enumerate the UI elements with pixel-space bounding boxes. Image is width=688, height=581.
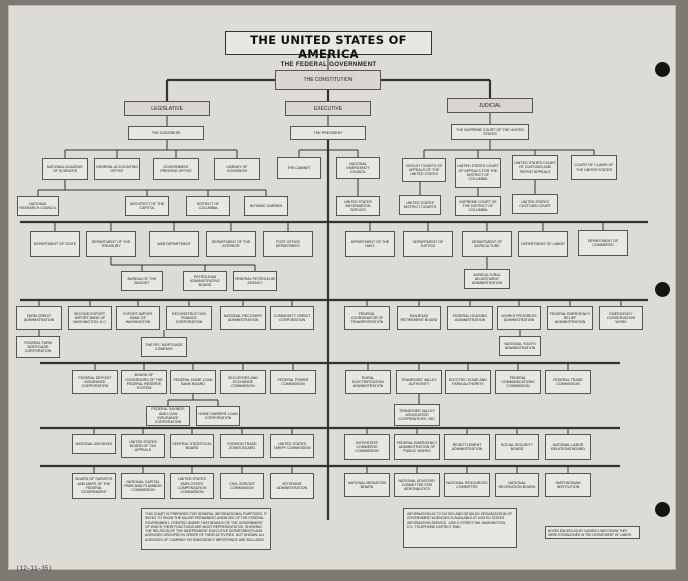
org-box-federal-oil: FEDERAL PETROLEUM AGENCY: [233, 271, 277, 291]
org-box-ncpc: NATIONAL CAPITAL PARK AND PLANNING COMMI…: [121, 473, 165, 499]
org-box-civil-service: CIVIL SERVICE COMMISSION: [220, 473, 264, 499]
org-box-loc: LIBRARY OF CONGRESS: [214, 158, 260, 180]
org-box-archives: NATIONAL ARCHIVES: [72, 434, 116, 454]
note-center: INFORMATION AS TO DUTIES AND DETAILED OR…: [403, 508, 517, 548]
org-box-petroleum: PETROLEUM ADMINISTRATIVE BOARD: [183, 271, 227, 291]
org-box-nrcomm: NATIONAL RESOURCES COMMITTEE: [444, 473, 490, 497]
org-box-ssb: SOCIAL SECURITY BOARD: [495, 434, 539, 460]
org-box-rea: RURAL ELECTRIFICATION ADMINISTRATION: [345, 370, 391, 394]
org-box-state: DEPARTMENT OF STATE: [30, 231, 80, 257]
org-box-fha: FEDERAL HOUSING ADMINISTRATION: [447, 306, 493, 330]
org-box-fhlbb: FEDERAL HOME LOAN BANK BOARD: [170, 370, 216, 394]
org-box-cabinet: THE CABINET: [277, 157, 321, 179]
org-box-holc: HOME OWNERS' LOAN CORPORATION: [196, 406, 240, 426]
binder-hole-icon: [655, 62, 670, 77]
org-box-tva-assoc: TENNESSEE VALLEY ASSOCIATED COOPERATIVES…: [394, 404, 440, 426]
org-box-surveys: BOARD OF SURVEYS AND MAPS OF THE FEDERAL…: [72, 473, 116, 499]
org-box-smithsonian: SMITHSONIAN INSTITUTION: [545, 473, 591, 497]
org-box-exim2: SECOND EXPORT-IMPORT BANK OF WASHINGTON,…: [68, 306, 112, 330]
org-box-usis: UNITED STATES INFORMATION SERVICE: [336, 196, 380, 216]
org-box-icc: INTERSTATE COMMERCE COMMISSION: [344, 434, 390, 460]
org-box-dc-supreme: SUPREME COURT OF THE DISTRICT OF COLUMBI…: [455, 196, 501, 216]
org-box-district: UNITED STATES DISTRICT COURTS: [399, 195, 441, 215]
org-box-interior: DEPARTMENT OF THE INTERIOR: [206, 231, 256, 257]
org-box-navy: DEPARTMENT OF THE NAVY: [345, 231, 395, 257]
org-box-war: WAR DEPARTMENT: [149, 231, 199, 257]
org-box-usecc: UNITED STATES EMPLOYEES' COMPENSATION CO…: [170, 473, 214, 499]
org-box-customs-court: UNITED STATES CUSTOMS COURT: [512, 194, 558, 214]
footer-number: (12-11-35): [16, 565, 53, 572]
org-box-architect: ARCHITECT OF THE CAPITOL: [125, 196, 169, 216]
org-box-treasury: DEPARTMENT OF THE TREASURY: [86, 231, 136, 257]
org-box-executive: EXECUTIVE: [285, 101, 371, 116]
org-box-frs: BOARD OF GOVERNORS OF THE FEDERAL RESERV…: [121, 370, 167, 394]
org-box-president: THE PRESIDENT: [290, 126, 366, 140]
org-box-nat-rec: NATIONAL RECREATION BOARD: [495, 473, 539, 497]
org-box-commerce: DEPARTMENT OF COMMERCE: [578, 230, 628, 256]
org-box-exim: EXPORT-IMPORT BANK OF WASHINGTON: [116, 306, 160, 330]
org-box-nas: NATIONAL ACADEMY OF SCIENCES: [42, 158, 88, 180]
org-box-constitution: THE CONSTITUTION: [275, 70, 381, 90]
note-left: THIS CHART IS PREPARED FOR GENERAL INFOR…: [141, 508, 271, 550]
org-box-nec: NATIONAL EMERGENCY COUNCIL: [336, 157, 380, 179]
org-box-nya: NATIONAL YOUTH ADMINISTRATION: [499, 336, 541, 356]
org-box-judicial: JUDICIAL: [447, 98, 533, 113]
org-box-dc-appeals: UNITED STATES COURT OF APPEALS FOR THE D…: [455, 158, 501, 188]
org-box-ehfa: ELECTRIC HOME AND FARM AUTHORITY: [445, 370, 491, 394]
org-box-botanic: BOTANIC GARDEN: [244, 196, 288, 216]
org-box-fca: FARM CREDIT ADMINISTRATION: [16, 306, 62, 330]
org-box-sec: SECURITIES AND EXCHANGE COMMISSION: [220, 370, 266, 394]
org-box-fera: FEDERAL EMERGENCY RELIEF ADMINISTRATION: [547, 306, 593, 330]
org-box-fslic: FEDERAL SAVINGS AND LOAN INSURANCE CORPO…: [146, 406, 190, 426]
org-box-post: POST OFFICE DEPARTMENT: [263, 231, 313, 257]
org-box-rfc-mortgage: THE RFC MORTGAGE COMPANY: [141, 337, 187, 357]
org-box-central-stat: CENTRAL STATISTICAL BOARD: [170, 434, 214, 458]
org-box-tax-appeals: UNITED STATES BOARD OF TAX APPEALS: [121, 434, 165, 458]
org-box-ffmc: FEDERAL FARM MORTGAGE CORPORATION: [16, 336, 60, 358]
org-box-fcc: FEDERAL COMMUNICATIONS COMMISSION: [495, 370, 541, 394]
org-box-agriculture: DEPARTMENT OF AGRICULTURE: [462, 231, 512, 257]
org-box-aaa: AGRICULTURAL ADJUSTMENT ADMINISTRATION: [464, 269, 510, 289]
org-box-tva: TENNESSEE VALLEY AUTHORITY: [396, 370, 442, 394]
binder-hole-icon: [655, 502, 670, 517]
org-box-congress: THE CONGRESS: [128, 126, 204, 140]
org-box-justice: DEPARTMENT OF JUSTICE: [403, 231, 453, 257]
org-box-railroad-retire: RAILROAD RETIREMENT BOARD: [397, 306, 441, 330]
org-box-ccc: COMMODITY CREDIT CORPORATION: [270, 306, 314, 330]
org-box-gpo: GOVERNMENT PRINTING OFFICE: [153, 158, 199, 180]
chart-title: THE UNITED STATES OF AMERICA THE FEDERAL…: [225, 31, 432, 68]
org-box-nra: NATIONAL RECOVERY ADMINISTRATION: [220, 306, 266, 330]
org-box-gao: GENERAL ACCOUNTING OFFICE: [94, 158, 140, 180]
title-text: THE UNITED STATES OF AMERICA: [250, 33, 407, 61]
org-box-nlrb: NATIONAL LABOR RELATIONS BOARD: [545, 434, 591, 460]
org-box-customs-appeals: UNITED STATES COURT OF CUSTOMS AND PATEN…: [512, 155, 558, 180]
org-box-legislative: LEGISLATIVE: [124, 101, 210, 116]
org-box-ecw: EMERGENCY CONSERVATION WORK: [599, 306, 643, 330]
org-box-tariff: UNITED STATES TARIFF COMMISSION: [270, 434, 314, 458]
org-box-fdic: FEDERAL DEPOSIT INSURANCE CORPORATION: [72, 370, 118, 394]
org-box-claims: COURT OF CLAIMS OF THE UNITED STATES: [571, 155, 617, 180]
subtitle-text: THE FEDERAL GOVERNMENT: [280, 61, 377, 68]
org-box-naca: NATIONAL ADVISORY COMMITTEE FOR AERONAUT…: [394, 473, 440, 497]
org-box-nrc: NATIONAL RESEARCH COUNCIL: [17, 196, 59, 216]
org-box-fpc: FEDERAL POWER COMMISSION: [270, 370, 316, 394]
org-box-ftc: FEDERAL TRADE COMMISSION: [545, 370, 591, 394]
org-box-circuit: CIRCUIT COURTS OF APPEALS OF THE UNITED …: [402, 158, 446, 182]
note-right: BOXES ENCIRCLED BY DASHED LINES SHOW THE…: [545, 526, 640, 539]
org-box-dc: DISTRICT OF COLUMBIA: [186, 196, 230, 216]
org-box-supreme-court: THE SUPREME COURT OF THE UNITED STATES: [451, 124, 529, 140]
org-box-foreign-trade: FOREIGN TRADE ZONES BOARD: [220, 434, 264, 458]
org-box-nmb: NATIONAL MEDIATION BOARD: [344, 473, 390, 497]
org-box-wpa: WORKS PROGRESS ADMINISTRATION: [497, 306, 541, 330]
org-box-labor: DEPARTMENT OF LABOR: [518, 231, 568, 257]
org-box-coord-transport: FEDERAL COORDINATOR OF TRANSPORTATION: [344, 306, 390, 330]
org-box-resettlement: RESETTLEMENT ADMINISTRATION: [444, 434, 490, 460]
binder-hole-icon: [655, 282, 670, 297]
org-box-pwa: FEDERAL EMERGENCY ADMINISTRATION OF PUBL…: [394, 434, 440, 460]
org-box-rfc: RECONSTRUCTION FINANCE CORPORATION: [166, 306, 212, 330]
org-box-veterans: VETERANS' ADMINISTRATION: [270, 473, 314, 499]
org-box-budget: BUREAU OF THE BUDGET: [121, 271, 163, 291]
